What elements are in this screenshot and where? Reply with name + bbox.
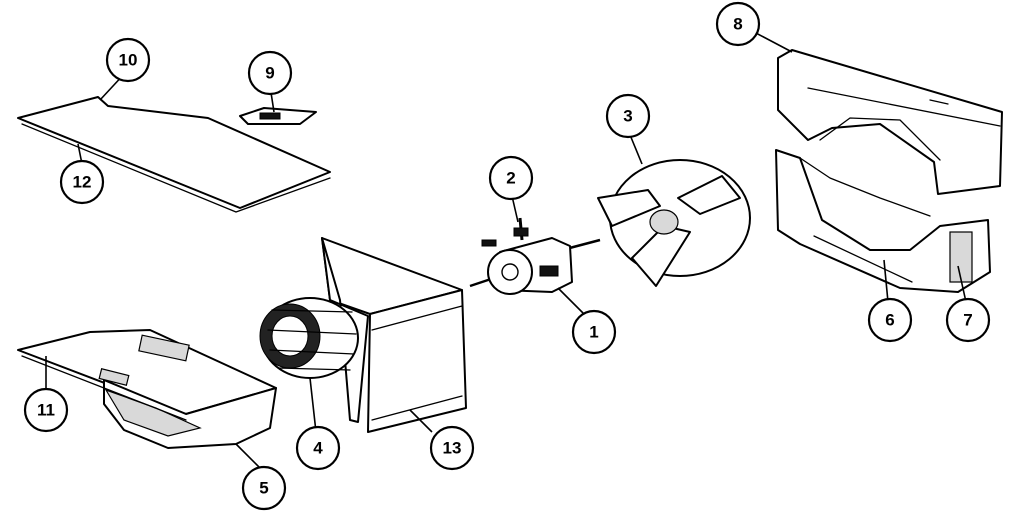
condenser-fan [597,159,751,287]
callout-5: 5 [241,465,287,511]
svg-text:8: 8 [733,15,742,34]
fan-motor [469,237,601,295]
svg-text:4: 4 [313,439,323,458]
small-bracket [239,107,317,125]
svg-text:2: 2 [506,169,515,188]
svg-text:11: 11 [37,401,55,420]
callout-4: 4 [295,425,341,471]
lower-shroud [775,149,991,293]
callout-12: 12 [59,159,105,205]
base-pan-scroll [17,329,277,449]
blower-wheel [259,297,359,379]
callout-13: 13 [429,425,475,471]
svg-text:1: 1 [589,323,598,342]
motor-mount-bracket [321,237,467,433]
svg-text:6: 6 [885,311,894,330]
svg-text:7: 7 [963,311,972,330]
callout-7: 7 [945,297,991,343]
upper-shroud [777,49,1003,195]
top-insulation-panel [17,96,331,213]
callout-2: 2 [488,155,534,201]
svg-text:10: 10 [119,51,138,70]
callouts: 10 9 12 2 3 8 1 4 [23,1,991,511]
callout-8: 8 [715,1,761,47]
callout-6: 6 [867,297,913,343]
callout-9: 9 [247,50,293,96]
svg-text:9: 9 [265,64,274,83]
screw [513,217,529,241]
callout-1: 1 [571,309,617,355]
callout-3: 3 [605,93,651,139]
svg-text:12: 12 [73,173,92,192]
callout-10: 10 [105,37,151,83]
svg-text:3: 3 [623,107,632,126]
callout-11: 11 [23,387,69,433]
svg-text:13: 13 [443,439,462,458]
svg-text:5: 5 [259,479,268,498]
